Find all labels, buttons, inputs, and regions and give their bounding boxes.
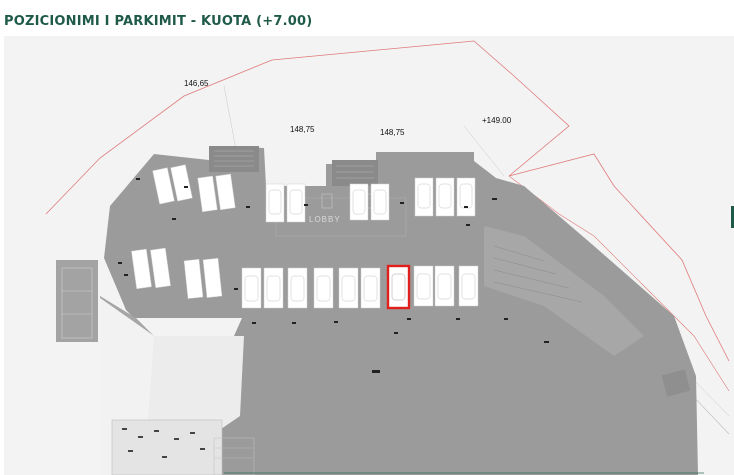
floor-plan-drawing: LOBBY [4, 36, 734, 475]
scrollbar-thumb[interactable] [731, 206, 734, 228]
page-title: POZICIONIMI I PARKIMIT - KUOTA (+7.00) [4, 14, 313, 29]
highlighted-parking-space[interactable] [386, 264, 411, 310]
parking-floor [104, 146, 698, 475]
parking-row-bottom [131, 247, 479, 309]
elevation-label: 146,65 [184, 79, 209, 88]
elevation-label: 148,75 [380, 128, 405, 137]
lobby-label: LOBBY [309, 215, 341, 224]
floor-plan[interactable]: LOBBY [4, 36, 734, 475]
property-boundary [45, 40, 730, 362]
elevation-label: +149.00 [482, 116, 512, 125]
parking-row-top [152, 164, 476, 223]
elevation-label: 148,75 [290, 125, 315, 134]
